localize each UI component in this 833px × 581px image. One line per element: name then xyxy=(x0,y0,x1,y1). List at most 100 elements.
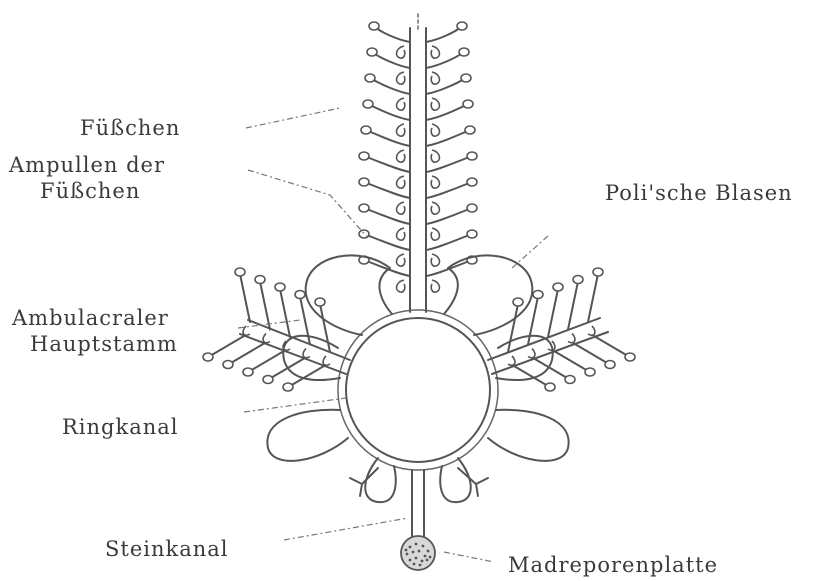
tube-foot-tip xyxy=(513,298,523,306)
tube-foot-tip xyxy=(359,178,369,186)
ampulla xyxy=(431,254,439,266)
madreporite-pore xyxy=(406,553,409,556)
tube-feet-left xyxy=(203,268,330,391)
polian-vesicle xyxy=(488,410,569,461)
ampulla xyxy=(431,150,439,162)
ampulla xyxy=(431,124,439,136)
tube-foot xyxy=(374,26,410,42)
label-steinkanal: Steinkanal xyxy=(105,536,229,562)
madreporite-pore xyxy=(413,563,416,566)
upper-ambulacral-trunk xyxy=(410,14,426,312)
tube-foot-tip xyxy=(255,276,265,284)
polian-vesicles xyxy=(267,255,568,502)
tube-foot xyxy=(230,344,264,364)
tube-foot xyxy=(210,336,244,356)
tube-foot xyxy=(514,366,548,386)
ampulla xyxy=(528,349,535,358)
label-ambulacral-line1: Ambulacraler xyxy=(12,305,169,331)
tube-foot-tip xyxy=(359,204,369,212)
madreporite-pore xyxy=(415,557,418,560)
ampulla xyxy=(397,280,405,292)
tube-foot-tip xyxy=(367,48,377,56)
stone-canal xyxy=(412,470,424,540)
ampulla xyxy=(397,254,405,266)
label-madreporenplatte: Madreporenplatte xyxy=(508,552,718,578)
tube-foot-tip xyxy=(545,383,555,391)
ampulla xyxy=(397,46,405,58)
tube-foot-tip xyxy=(573,276,583,284)
madreporite-pore xyxy=(422,545,425,548)
tube-foot xyxy=(280,289,290,337)
leader-madreporenplatte xyxy=(444,552,494,562)
tube-foot-tip xyxy=(467,230,477,238)
ring-canal xyxy=(346,318,490,462)
tube-foot-tip xyxy=(467,204,477,212)
tube-foot-tip xyxy=(553,283,563,291)
leader-steinkanal xyxy=(284,518,408,540)
tube-foot-tip xyxy=(565,376,575,384)
label-ambulacral-line2: Hauptstamm xyxy=(30,331,178,357)
tube-foot xyxy=(594,336,628,356)
ampulla xyxy=(431,46,439,58)
tube-foot xyxy=(240,274,250,322)
tube-foot-tip xyxy=(605,361,615,369)
polian-vesicle xyxy=(444,255,532,335)
madreporite-pore xyxy=(412,551,415,554)
label-fuesschen: Füßchen xyxy=(80,115,180,141)
label-ringkanal: Ringkanal xyxy=(62,414,179,440)
tube-foot xyxy=(426,26,462,42)
tube-foot-tip xyxy=(363,100,373,108)
madreporite-pore xyxy=(405,549,408,552)
ampulla xyxy=(431,228,439,240)
tube-foot-tip xyxy=(361,126,371,134)
tube-foot-tip xyxy=(315,298,325,306)
madreporite-pore xyxy=(421,560,424,563)
ampulla xyxy=(431,202,439,214)
madreporite-pore xyxy=(409,546,412,549)
tube-foot-tip xyxy=(235,268,245,276)
ampulla xyxy=(508,356,515,365)
ampulla xyxy=(243,326,250,335)
tube-foot-tip xyxy=(295,291,305,299)
tube-foot xyxy=(568,282,578,330)
madreporite-pore xyxy=(424,555,427,558)
ampulla xyxy=(568,334,575,343)
label-ampullen-line2: Füßchen xyxy=(40,178,140,204)
tube-foot xyxy=(290,366,324,386)
label-ampullen-line1: Ampullen der xyxy=(9,152,165,178)
tube-foot-tip xyxy=(463,100,473,108)
ampulla xyxy=(397,176,405,188)
tube-foot xyxy=(250,351,284,371)
tube-foot-tip xyxy=(467,178,477,186)
tube-foot-tip xyxy=(369,22,379,30)
ampulla xyxy=(397,228,405,240)
tube-foot xyxy=(548,289,558,337)
ampulla xyxy=(431,72,439,84)
tube-foot-tip xyxy=(467,152,477,160)
ampulla xyxy=(263,334,270,343)
tube-foot-tip xyxy=(275,283,285,291)
tube-foot xyxy=(574,344,608,364)
ampulla xyxy=(397,124,405,136)
tube-foot-tip xyxy=(457,22,467,30)
tube-foot xyxy=(508,304,518,352)
ampulla xyxy=(303,349,310,358)
ampulla xyxy=(431,176,439,188)
tube-foot-tip xyxy=(243,368,253,376)
tube-foot-tip xyxy=(533,291,543,299)
tube-foot-tip xyxy=(459,48,469,56)
madreporite-pore xyxy=(426,559,429,562)
ampulla xyxy=(397,150,405,162)
tube-foot-tip xyxy=(585,368,595,376)
leader-ampullen xyxy=(248,170,368,238)
tube-foot xyxy=(554,351,588,371)
label-polische-blasen: Poli'sche Blasen xyxy=(605,180,793,206)
madreporite-pore xyxy=(418,550,421,553)
tube-foot-tip xyxy=(359,152,369,160)
tube-foot-tip xyxy=(465,126,475,134)
polian-vesicle xyxy=(496,336,553,380)
ampulla xyxy=(431,280,439,292)
tube-foot-tip xyxy=(263,376,273,384)
tube-foot-tip xyxy=(625,353,635,361)
